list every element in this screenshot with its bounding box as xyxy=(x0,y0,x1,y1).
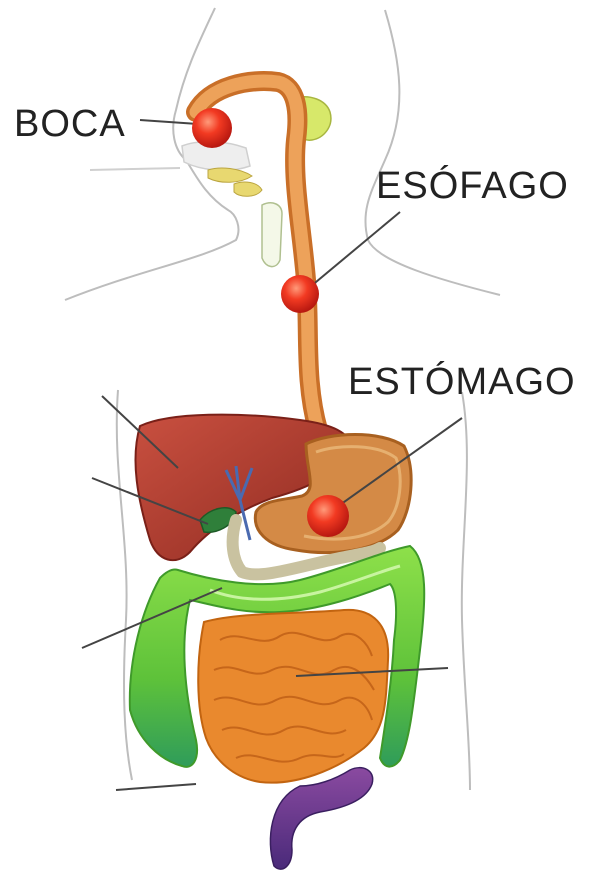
stomach-marker-dot xyxy=(307,495,349,537)
esophagus-marker-dot xyxy=(281,275,319,313)
jaw-line xyxy=(90,168,180,170)
salivary-gland-lower xyxy=(234,182,262,196)
torso-right-line xyxy=(462,392,470,790)
neck-left-line xyxy=(65,160,238,300)
rectum-leader-line xyxy=(116,784,196,790)
torso-left-line xyxy=(117,390,132,780)
mouth-leader-line xyxy=(140,120,198,124)
mouth-marker-dot xyxy=(192,108,232,148)
rectum xyxy=(270,768,372,869)
mouth-label: BOCA xyxy=(14,103,126,145)
esophagus-label: ESÓFAGO xyxy=(376,164,569,207)
larynx xyxy=(262,203,282,267)
stomach-label: ESTÓMAGO xyxy=(348,360,576,403)
esophagus-leader-line xyxy=(304,212,400,292)
tongue xyxy=(208,168,252,182)
neck-right-line xyxy=(365,10,500,295)
